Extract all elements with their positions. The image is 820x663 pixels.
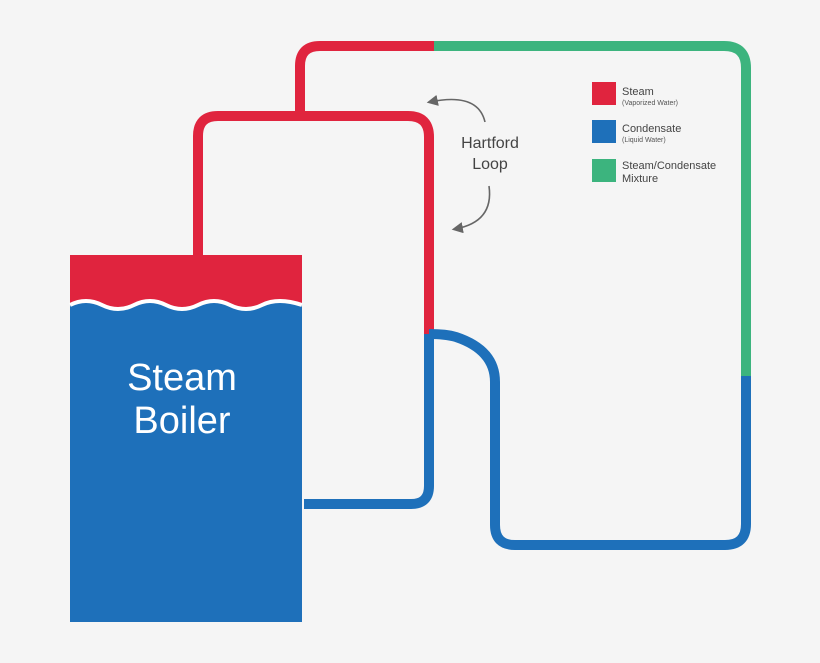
- legend-mixture-title: Steam/Condensate: [622, 160, 716, 172]
- hartford-loop-label-line2: Loop: [472, 156, 508, 173]
- legend-steam-subtitle: (Vaporized Water): [622, 100, 678, 107]
- legend: Steam (Vaporized Water) Condensate (Liqu…: [592, 82, 716, 185]
- legend-condensate-title: Condensate: [622, 123, 681, 135]
- equalizer-pipe: [304, 334, 434, 509]
- condensate-return-pipe: [428, 329, 751, 550]
- boiler-label-line2: Boiler: [133, 400, 230, 442]
- legend-swatch-condensate: [592, 120, 616, 143]
- legend-condensate-subtitle: (Liquid Water): [622, 137, 666, 144]
- outer-steam-pipe: [295, 41, 434, 112]
- mixture-pipe: [434, 41, 751, 376]
- hartford-loop-label-line1: Hartford: [461, 135, 519, 152]
- inner-steam-pipe: [193, 111, 434, 334]
- water-surface-line: [69, 299, 303, 311]
- arrow-down-icon: [451, 185, 491, 234]
- legend-swatch-mixture: [592, 159, 616, 182]
- boiler-label-line1: Steam: [127, 357, 237, 399]
- arrow-up-icon: [426, 94, 486, 123]
- boiler-water: [70, 301, 302, 622]
- legend-mixture-subtitle: Mixture: [622, 173, 658, 185]
- legend-steam-title: Steam: [622, 86, 654, 98]
- legend-swatch-steam: [592, 82, 616, 105]
